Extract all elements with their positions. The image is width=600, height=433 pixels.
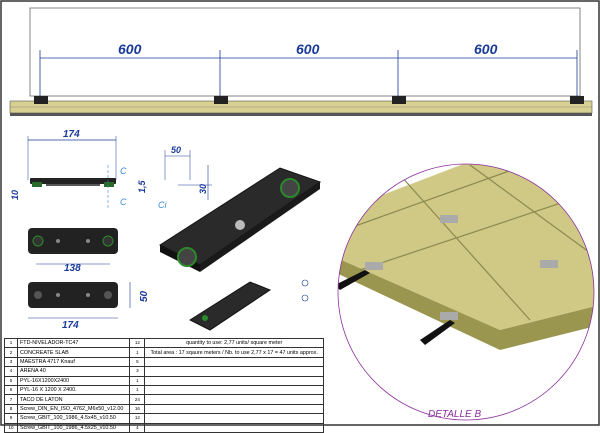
table-cell: 1 [129, 384, 146, 396]
table-cell: 3 [129, 366, 146, 377]
dim-138: 138 [64, 263, 81, 274]
table-cell [144, 413, 324, 424]
table-cell: 9 [4, 413, 18, 424]
dim-1-5: 1,5 [137, 179, 147, 193]
dim-50-plan: 50 [139, 290, 150, 302]
table-cell [144, 375, 324, 386]
dim-600-2: 600 [296, 41, 320, 57]
table-cell: CONCREATE SLAB [16, 347, 131, 358]
table-cell [144, 422, 324, 433]
isometric-leveler [158, 167, 322, 331]
dim-30: 30 [198, 184, 208, 194]
table-cell: Screw_DIN_EN_ISO_4762_M6x50_v12.00 [16, 403, 131, 415]
section-c-top: C [120, 166, 127, 176]
table-cell: 12 [129, 337, 146, 349]
dim-600-3: 600 [474, 41, 498, 57]
side-view: 174 10 1,5 C C [10, 129, 147, 210]
table-cell [144, 384, 324, 396]
table-cell [144, 356, 324, 368]
table-cell: 8 [4, 403, 18, 415]
table-cell [144, 403, 324, 415]
table-cell: PYL-16 X 1200 X 2400. [16, 384, 131, 396]
dim-50-profile: 50 [171, 145, 181, 155]
table-cell: 10 [4, 422, 18, 433]
table-cell: 5 [4, 375, 18, 386]
table-cell: ARENA 40 [16, 366, 131, 377]
section-ci: Ci [158, 200, 167, 210]
table-cell: 1 [4, 337, 18, 349]
dim-600-1: 600 [118, 41, 142, 57]
glass-panel [29, 7, 581, 97]
table-cell: 16 [129, 403, 146, 415]
dim-10: 10 [10, 190, 20, 200]
table-cell [144, 366, 324, 377]
table-cell [144, 394, 324, 405]
table-cell: 7 [4, 394, 18, 405]
table-cell: 5 [129, 356, 146, 368]
section-c-bottom: C [120, 197, 127, 207]
detail-b-view [301, 163, 595, 421]
table-cell: 1 [129, 347, 146, 358]
leveler-plan-bottom [28, 282, 118, 308]
table-cell: 24 [129, 394, 146, 405]
table-cell: 12 [129, 413, 146, 424]
table-cell: 4 [4, 366, 18, 377]
table-cell: 6 [4, 384, 18, 396]
table-cell: 4 [129, 422, 146, 433]
quantity-note: quantity to use: 2,77 units/ square mete… [144, 337, 324, 349]
base-strip [10, 113, 592, 116]
table-cell: 1 [129, 375, 146, 386]
table-cell: TACO DE LATON [16, 394, 131, 405]
plan-views: 138 50 174 [28, 228, 150, 331]
dim-174-plan: 174 [62, 320, 79, 331]
detail-circle [337, 163, 595, 421]
dim-174-side: 174 [63, 129, 80, 140]
table-cell: MAESTRA 4717 Knauf [16, 356, 131, 368]
profile-view: 50 30 Ci [158, 145, 212, 210]
table-cell: 2 [4, 347, 18, 358]
top-elevation-view: 600 600 600 [9, 7, 593, 116]
table-cell: Screw_GBIT_100_1986_4.5x25_v10.50 [16, 422, 131, 433]
table-cell: PYL-16X1200X2400 [16, 375, 131, 386]
table-cell: Screw_GBIT_100_1986_4.5x45_v10.50 [16, 413, 131, 424]
table-cell: 3 [4, 356, 18, 368]
leveler-plan-top [28, 228, 118, 254]
table-cell: FTD-NIVELADOR-TC47 [16, 337, 131, 349]
detail-label: DETALLE B [428, 409, 482, 420]
area-note: Total area : 17 sqaure meters / Nb. to u… [144, 347, 324, 358]
